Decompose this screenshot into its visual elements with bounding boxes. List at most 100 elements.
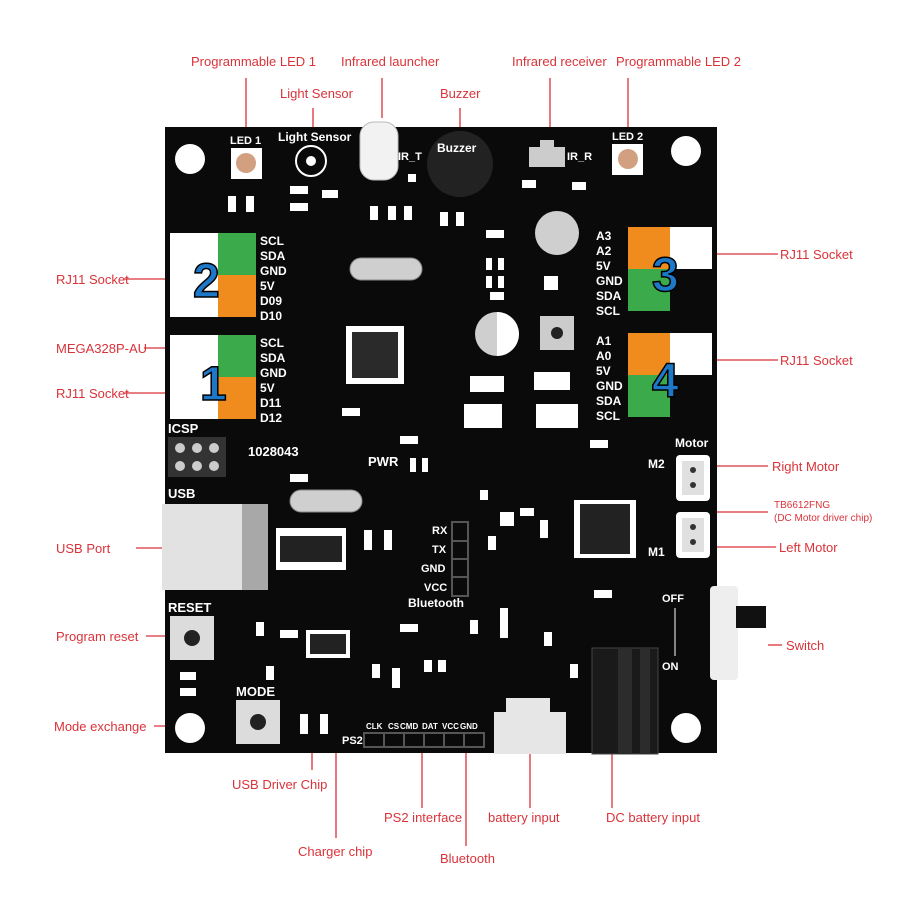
buzzer-label: Buzzer — [437, 141, 477, 155]
motor-driver-chip — [574, 500, 636, 558]
bt-rx-label: RX — [432, 525, 448, 537]
port-1-pin: D11 — [260, 396, 282, 410]
right-motor-connector — [676, 455, 710, 501]
ir-launcher — [359, 121, 399, 181]
port-1-number: 1 — [200, 358, 227, 411]
ps2-pin-label: CMD — [400, 722, 418, 731]
callout-rj11-socket-left-top: RJ11 Socket — [56, 272, 129, 287]
callout-dc-battery-input: DC battery input — [606, 810, 700, 825]
bt-tx-label: TX — [432, 544, 447, 556]
capacitor-stripe — [497, 312, 519, 356]
usb-port — [162, 504, 268, 590]
battery-input-connector — [494, 698, 566, 754]
callout-programmable-led-2: Programmable LED 2 — [616, 54, 741, 69]
callout-rj11-socket-right-bottom: RJ11 Socket — [780, 353, 853, 368]
light-sensor-core — [306, 156, 316, 166]
ps2-pin-label: CLK — [366, 722, 383, 731]
switch-on-label: ON — [662, 661, 679, 673]
mounting-hole — [175, 713, 205, 743]
port-4-pins: A1 A0 5V GND SDA SCL — [596, 334, 623, 423]
ps2-label: PS2 — [342, 735, 363, 747]
port-4-pin: SCL — [596, 409, 620, 423]
callout-ps2-interface: PS2 interface — [384, 810, 463, 825]
capacitor — [535, 211, 579, 255]
port-1-pins: SCL SDA GND 5V D11 D12 — [260, 336, 287, 425]
mcu-chip — [346, 326, 404, 384]
ir-r-label: IR_R — [567, 151, 592, 163]
callout-battery-input: battery input — [488, 810, 560, 825]
light-sensor-label: Light Sensor — [278, 130, 352, 144]
callout-infrared-receiver: Infrared receiver — [512, 54, 607, 69]
crystal-oscillator — [289, 489, 363, 513]
reset-label: RESET — [168, 600, 211, 615]
port-3-pin: 5V — [596, 259, 611, 273]
m1-label: M1 — [648, 545, 665, 559]
mounting-hole — [671, 713, 701, 743]
callout-motor-driver-chip-desc: (DC Motor driver chip) — [774, 513, 873, 524]
ps2-pin-label: GND — [460, 722, 478, 731]
port-3-pin: A2 — [596, 244, 612, 258]
port-2-pin: SCL — [260, 234, 284, 248]
callout-motor-driver-chip-name: TB6612FNG — [774, 500, 831, 511]
switch-off-label: OFF — [662, 593, 684, 605]
port-4-pin: A0 — [596, 349, 612, 363]
callout-usb-driver-chip: USB Driver Chip — [232, 777, 328, 792]
led1 — [236, 153, 256, 173]
icsp-label: ICSP — [168, 421, 199, 436]
port-2-pin: D10 — [260, 309, 282, 323]
port-3-pins: A3 A2 5V GND SDA SCL — [596, 229, 623, 318]
port-2-pins: SCL SDA GND 5V D09 D10 — [260, 234, 287, 323]
mode-label: MODE — [236, 684, 275, 699]
power-components — [464, 372, 578, 428]
port-2-pin: SDA — [260, 249, 286, 263]
callout-rj11-socket-right-top: RJ11 Socket — [780, 247, 853, 262]
port-2-pin: D09 — [260, 294, 282, 308]
bluetooth-header — [451, 521, 469, 597]
usb-label: USB — [168, 486, 195, 501]
mode-button — [236, 700, 280, 744]
usb-driver-chip — [276, 528, 346, 570]
rj11-port-2: 2 — [170, 233, 256, 317]
port-1-pin: SDA — [260, 351, 286, 365]
crystal-oscillator — [349, 257, 423, 281]
led2 — [618, 149, 638, 169]
left-motor-connector — [676, 512, 710, 558]
ir-receiver-dome — [540, 140, 554, 148]
bt-vcc-label: VCC — [424, 582, 447, 594]
callout-buzzer: Buzzer — [440, 86, 481, 101]
rj11-port-1: 1 — [170, 335, 256, 419]
port-2-pin: 5V — [260, 279, 275, 293]
callout-infrared-launcher: Infrared launcher — [341, 54, 440, 69]
port-4-pin: GND — [596, 379, 623, 393]
port-3-pin: SCL — [596, 304, 620, 318]
port-3-pin: GND — [596, 274, 623, 288]
callout-program-reset: Program reset — [56, 629, 139, 644]
callout-rj11-socket-left-bottom: RJ11 Socket — [56, 386, 129, 401]
mounting-hole — [175, 144, 205, 174]
reset-button — [170, 616, 214, 660]
callout-light-sensor: Light Sensor — [280, 86, 353, 101]
mounting-hole — [671, 136, 701, 166]
callout-mode-exchange: Mode exchange — [54, 719, 147, 734]
power-switch — [710, 586, 766, 680]
pwr-label: PWR — [368, 454, 399, 469]
port-4-pin: A1 — [596, 334, 612, 348]
tact-button-cap — [551, 327, 563, 339]
port-1-pin: D12 — [260, 411, 282, 425]
led1-label: LED 1 — [230, 135, 261, 147]
rj11-port-4: 4 — [628, 333, 712, 417]
callout-usb-port: USB Port — [56, 541, 111, 556]
port-4-pin: SDA — [596, 394, 622, 408]
ps2-header — [363, 732, 485, 748]
callout-charger-chip: Charger chip — [298, 844, 373, 859]
bt-gnd-label: GND — [421, 563, 446, 575]
callout-switch: Switch — [786, 638, 825, 653]
callout-programmable-led-1: Programmable LED 1 — [191, 54, 316, 69]
smd-components — [180, 174, 612, 734]
port-1-pin: 5V — [260, 381, 275, 395]
ir-receiver — [529, 147, 565, 167]
icsp-header — [168, 437, 226, 477]
port-3-pin: SDA — [596, 289, 622, 303]
port-3-pin: A3 — [596, 229, 612, 243]
